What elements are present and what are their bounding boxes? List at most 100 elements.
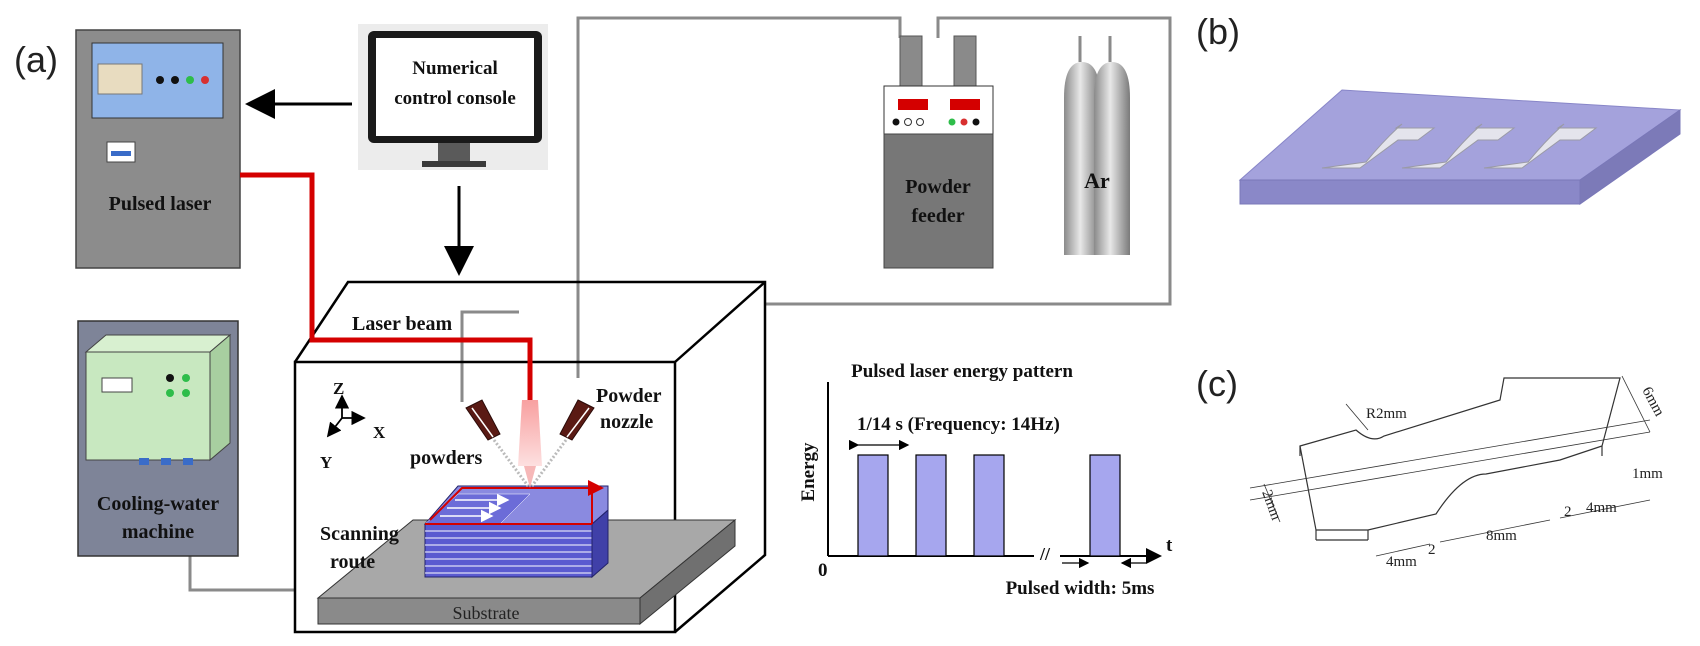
- pulse-bars: [857, 454, 1121, 557]
- indicator-green-icon: [186, 76, 194, 84]
- energy-axis-break: //: [1039, 544, 1051, 564]
- laser-beam-label: Laser beam: [352, 313, 453, 335]
- indicator-black-icon: [156, 76, 164, 84]
- cooler-indicator-icon: [182, 374, 190, 382]
- energy-pattern-chart: Pulsed laser energy pattern 1/14 s (Freq…: [798, 361, 1173, 599]
- powder-stream-left: [492, 439, 530, 487]
- cooler-indicator-icon: [166, 374, 174, 382]
- feeder-display-left-icon: [898, 99, 928, 110]
- dim-ext-line: [1249, 419, 1651, 489]
- energy-period-label: 1/14 s (Frequency: 14Hz): [857, 414, 1060, 435]
- argon-label: Ar: [1084, 168, 1110, 193]
- indicator-red-icon: [201, 76, 209, 84]
- dim-8mm: [1439, 519, 1551, 543]
- pulse-bar: [973, 454, 1005, 557]
- monitor-neck: [438, 143, 470, 163]
- pulse-width-label: Pulsed width: 5ms: [1006, 578, 1155, 599]
- laser-beam-path: [240, 172, 533, 402]
- cooler-top-face: [84, 334, 232, 353]
- console-label-line1: Numerical: [412, 58, 497, 79]
- pulse-bar: [1089, 454, 1121, 557]
- nozzle-right-icon: [559, 399, 595, 441]
- feeder-body: [883, 133, 994, 269]
- specimen-outline: [1299, 377, 1621, 531]
- panel-label-c: (c): [1196, 363, 1238, 404]
- dim-length-8mm: 8mm: [1486, 528, 1517, 544]
- cooler-display-icon: [101, 377, 133, 393]
- dim-width-6mm: 6mm: [1638, 384, 1667, 419]
- energy-y-label: Energy: [798, 442, 819, 502]
- panel-label-a: (a): [14, 39, 58, 80]
- energy-x-label: t: [1166, 535, 1173, 556]
- scanning-label-line2: route: [330, 551, 375, 573]
- feeder-knob-icon: [916, 118, 924, 126]
- cooling-water-machine: Cooling-water machine: [77, 320, 239, 557]
- dim-2mm-line: [1263, 483, 1281, 523]
- axis-y-arrow: [326, 417, 343, 438]
- feeder-knob-icon: [960, 118, 968, 126]
- dim-length-4mm-left: 4mm: [1386, 554, 1417, 570]
- cooling-label-line2: machine: [122, 521, 194, 543]
- deposition-chamber: [293, 280, 767, 634]
- feeder-knob-icon: [948, 118, 956, 126]
- cooler-side-face: [209, 333, 231, 462]
- feeder-label-line2: feeder: [911, 205, 964, 227]
- substrate-side: [639, 518, 736, 626]
- cooling-label-line1: Cooling-water: [97, 493, 219, 515]
- chamber-top-edge: [674, 281, 766, 363]
- monitor-screen: [376, 38, 534, 136]
- dim-4mm-right: [1559, 499, 1651, 519]
- energy-pattern-title: Pulsed laser energy pattern: [851, 361, 1073, 382]
- specimen-plate: [1238, 89, 1682, 205]
- cooler-indicator-icon: [182, 389, 190, 397]
- argon-cylinders: Ar: [1064, 62, 1130, 255]
- specimen-3: [1483, 123, 1598, 169]
- dim-length-4mm-right: 4mm: [1586, 500, 1617, 516]
- axis-z-label: Z: [333, 379, 344, 398]
- block-layers: [425, 530, 592, 574]
- powder-nozzles: [465, 399, 595, 487]
- laser-beam-cone: [518, 400, 542, 466]
- powder-stream-right: [530, 439, 568, 487]
- specimen-1: [1321, 123, 1436, 169]
- laser-focus: [524, 466, 536, 488]
- pulse-bar: [857, 454, 889, 557]
- argon-cylinder-left: [1064, 62, 1100, 255]
- dim-length-2-left: 2: [1428, 542, 1436, 558]
- dim-radius-leader: [1345, 403, 1369, 431]
- dim-depth-2mm: 2mm: [1258, 488, 1284, 523]
- plate-front: [1239, 179, 1581, 205]
- dim-6mm-line: [1621, 375, 1651, 433]
- coordinate-axes: [326, 394, 366, 438]
- console-label-line2: control console: [394, 88, 516, 109]
- nozzle-left-icon: [465, 399, 501, 441]
- center-gas-line: [576, 16, 902, 378]
- powder-nozzle-label-line2: nozzle: [600, 411, 653, 433]
- left-gas-line: [460, 310, 519, 402]
- cooler-front-face: [85, 351, 211, 461]
- feeder-knob-icon: [892, 118, 900, 126]
- axis-y-label: Y: [320, 453, 332, 472]
- energy-origin-label: 0: [818, 560, 828, 581]
- pulse-bar: [915, 454, 947, 557]
- dogbone-specimens: [1321, 123, 1598, 169]
- axis-x-label: X: [373, 423, 386, 442]
- feeder-hopper-right: [953, 35, 977, 87]
- cooler-port-icon: [139, 458, 149, 465]
- deposited-block: [423, 480, 609, 579]
- feeder-label-line1: Powder: [905, 176, 971, 198]
- powder-feeder: Powder feeder: [883, 35, 994, 269]
- pulsed-laser-cabinet: Pulsed laser: [75, 29, 241, 269]
- indicator-black-icon: [171, 76, 179, 84]
- argon-cylinder-right: [1094, 62, 1130, 255]
- numerical-control-console: Numerical control console: [358, 24, 548, 170]
- dim-length-2-right: 2: [1564, 504, 1572, 520]
- right-gas-line: [765, 16, 1172, 306]
- feeder-display-right-icon: [950, 99, 980, 110]
- dim-thickness-1mm: 1mm: [1632, 466, 1663, 482]
- powder-nozzle-label-line1: Powder: [596, 385, 662, 407]
- scan-route-red-path: [429, 480, 604, 521]
- cooler-port-icon: [161, 458, 171, 465]
- specimen-drawing: [1249, 375, 1651, 557]
